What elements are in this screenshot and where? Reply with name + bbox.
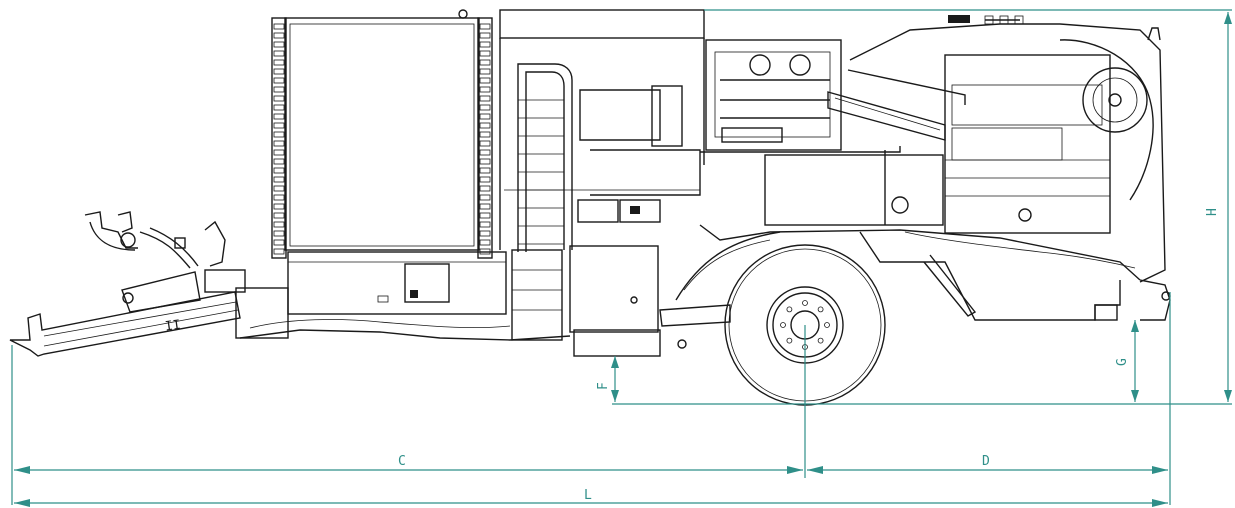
engine-compartment (700, 39, 901, 153)
machine-outline: II (9, 9, 1171, 406)
dimension-L: L (14, 488, 1168, 507)
dimension-label-L: L (584, 488, 592, 503)
drawbar-marking: II (164, 318, 182, 335)
dimension-label-C: C (398, 454, 406, 469)
access-ladder (511, 63, 573, 341)
upper-frame (458, 9, 705, 250)
dimension-F: F (596, 356, 619, 402)
dimension-label-D: D (982, 454, 990, 469)
ladder-rungs (518, 99, 564, 245)
dimension-label-H: H (1205, 208, 1220, 216)
wheel-bolts (780, 300, 830, 350)
front-hopper (271, 17, 493, 259)
chain-links-left (273, 23, 285, 255)
rear-body (849, 15, 1166, 283)
dimension-label-F: F (596, 382, 611, 390)
centre-housing (504, 85, 701, 357)
wheel-arm (659, 231, 781, 349)
dimension-C: C (14, 454, 803, 474)
dimension-system: C D L F G (11, 9, 1232, 507)
rear-frame (699, 150, 1171, 321)
dimension-H: H (1205, 12, 1232, 402)
lower-chassis (239, 251, 571, 341)
dimension-G: G (1115, 320, 1139, 402)
chain-links-right (479, 23, 491, 255)
dimension-D: D (807, 454, 1168, 474)
hitch-hose-arm (84, 211, 289, 339)
dimension-label-G: G (1115, 358, 1130, 366)
